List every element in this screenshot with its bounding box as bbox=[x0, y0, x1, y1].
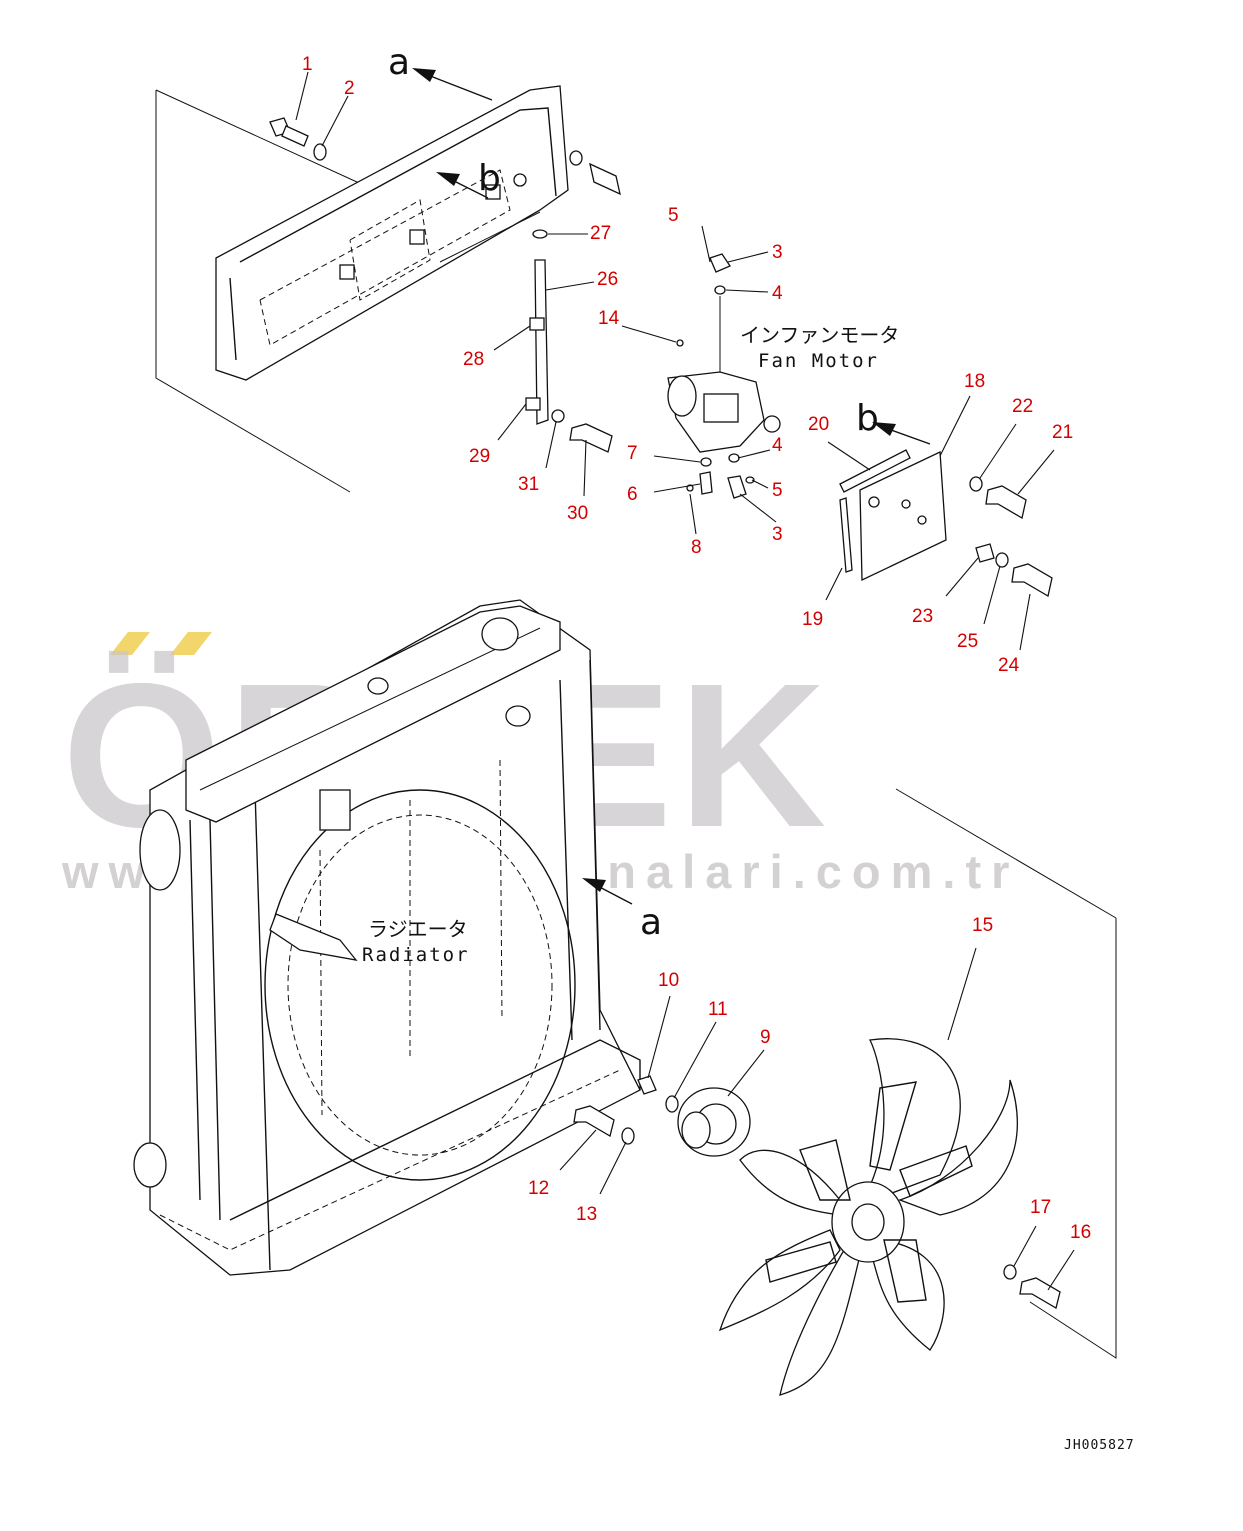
callout-6: 6 bbox=[627, 484, 638, 505]
callout-16: 16 bbox=[1070, 1222, 1091, 1243]
washer-part-17 bbox=[1003, 1264, 1017, 1280]
watermark-accent-left bbox=[110, 632, 150, 655]
callout-27: 27 bbox=[590, 223, 611, 244]
arrow-head-b-top bbox=[436, 172, 460, 186]
cover-plate-assembly bbox=[839, 449, 1053, 598]
callout-4-lower: 4 bbox=[772, 435, 783, 456]
fan-motor-assembly bbox=[525, 229, 781, 499]
view-arrow-b-top: b bbox=[478, 158, 501, 199]
callout-29: 29 bbox=[469, 446, 490, 467]
view-arrow-a-top: a bbox=[388, 42, 410, 83]
view-arrow-b-right: b bbox=[856, 398, 879, 439]
callout-3-lower: 3 bbox=[772, 524, 783, 545]
radiator-label-jp: ラジエータ bbox=[368, 917, 468, 941]
arrow-head-a-mid bbox=[582, 878, 606, 892]
callout-17: 17 bbox=[1030, 1197, 1051, 1218]
nut-part-10 bbox=[637, 1075, 657, 1095]
callout-7: 7 bbox=[627, 443, 638, 464]
washer-part-2 bbox=[313, 143, 327, 161]
callout-22: 22 bbox=[1012, 396, 1033, 417]
callout-15: 15 bbox=[972, 915, 993, 936]
washer-part-22 bbox=[969, 476, 983, 492]
arrow-head-a-top bbox=[412, 68, 436, 82]
bolt-part-1 bbox=[269, 117, 309, 147]
radiator-assembly bbox=[133, 599, 1117, 1359]
callout-2: 2 bbox=[344, 78, 355, 99]
fan-part-15 bbox=[718, 1038, 1018, 1396]
watermark-accent-right bbox=[170, 632, 212, 655]
callout-14: 14 bbox=[598, 308, 620, 329]
view-arrows: a b b a bbox=[388, 42, 931, 943]
washer-part-13 bbox=[621, 1127, 635, 1145]
bolt-part-16 bbox=[1019, 1277, 1061, 1309]
callout-31: 31 bbox=[518, 474, 539, 495]
callout-12: 12 bbox=[528, 1178, 549, 1199]
fan-hub-part-9 bbox=[677, 1087, 751, 1157]
callout-4-upper: 4 bbox=[772, 283, 783, 304]
washer-part-25 bbox=[995, 552, 1009, 568]
callout-21: 21 bbox=[1052, 422, 1073, 443]
callout-30: 30 bbox=[567, 503, 588, 524]
callout-10: 10 bbox=[658, 970, 679, 991]
callout-5-upper: 5 bbox=[668, 205, 679, 226]
callout-numbers: 1 2 3 3 4 4 5 5 6 7 8 9 10 11 12 13 14 1… bbox=[302, 54, 1091, 1243]
text-labels: インファンモータ Fan Motor ラジエータ Radiator JH0058… bbox=[362, 323, 1135, 1453]
leader-lines bbox=[295, 71, 1075, 1291]
drawing-id: JH005827 bbox=[1064, 1438, 1135, 1453]
radiator-label-en: Radiator bbox=[362, 944, 470, 966]
callout-11: 11 bbox=[708, 999, 728, 1020]
callout-20: 20 bbox=[808, 414, 829, 435]
washer-part-11 bbox=[665, 1095, 679, 1113]
arrow-head-b-right bbox=[872, 422, 896, 436]
callout-1: 1 bbox=[302, 54, 313, 75]
callout-13: 13 bbox=[576, 1204, 597, 1225]
callout-28: 28 bbox=[463, 349, 484, 370]
callout-23: 23 bbox=[912, 606, 933, 627]
callout-8: 8 bbox=[691, 537, 702, 558]
callout-3-upper: 3 bbox=[772, 242, 783, 263]
callout-18: 18 bbox=[964, 371, 985, 392]
washer-part-31 bbox=[551, 409, 565, 423]
callout-9: 9 bbox=[760, 1027, 771, 1048]
top-frame bbox=[155, 85, 621, 493]
bolt-part-12 bbox=[573, 1105, 615, 1137]
fan-assembly bbox=[573, 1038, 1061, 1396]
callout-25: 25 bbox=[957, 631, 978, 652]
fan-motor-label-en: Fan Motor bbox=[758, 350, 879, 372]
callout-19: 19 bbox=[802, 609, 823, 630]
oring-part-27 bbox=[532, 229, 548, 239]
callout-24: 24 bbox=[998, 655, 1020, 676]
callout-26: 26 bbox=[597, 269, 618, 290]
callout-5-lower: 5 bbox=[772, 480, 783, 501]
view-arrow-a-mid: a bbox=[640, 902, 662, 943]
fan-motor-label-jp: インファンモータ bbox=[740, 323, 899, 347]
